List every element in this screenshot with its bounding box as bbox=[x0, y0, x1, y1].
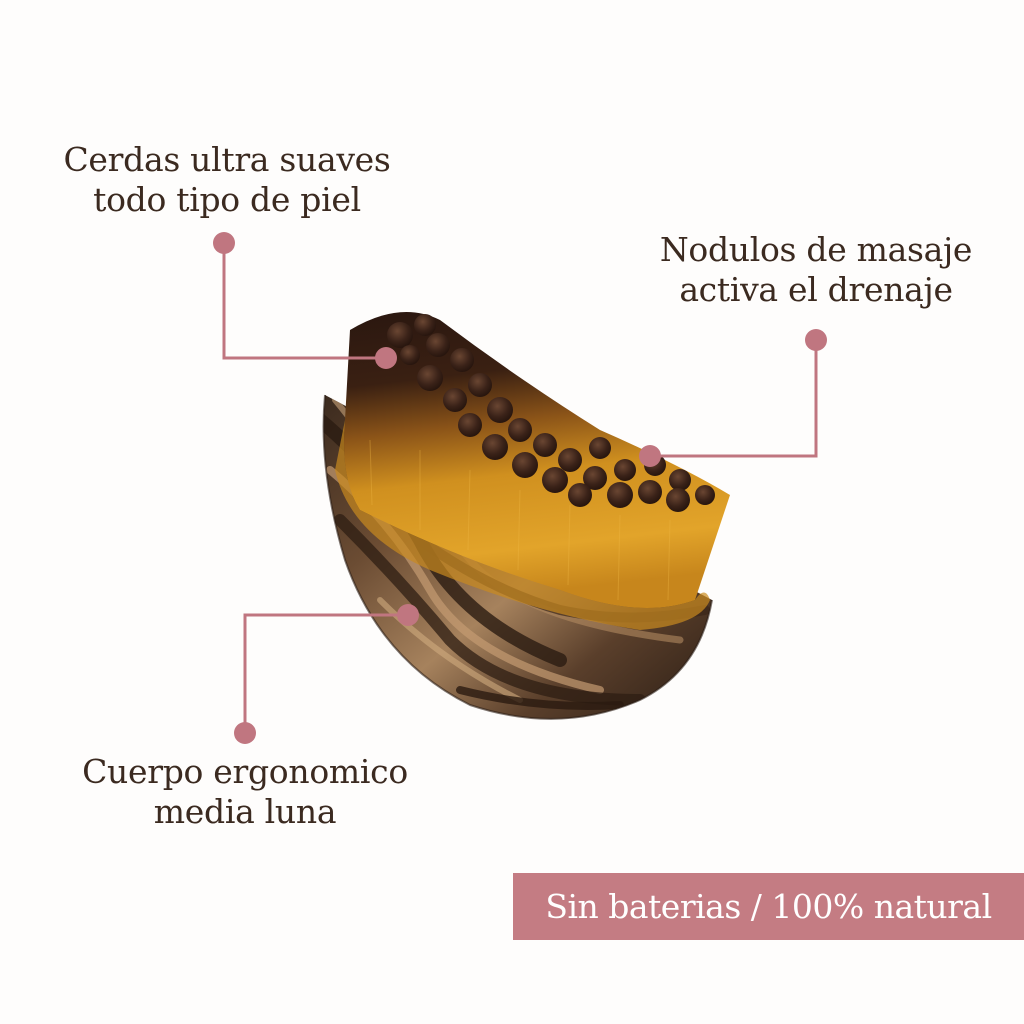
body-target-dot bbox=[397, 604, 419, 626]
body-callout-line1: Cuerpo ergonomico bbox=[82, 752, 408, 791]
body-connector-line bbox=[243, 613, 408, 733]
nodules-callout: Nodulos de masaje activa el drenaje bbox=[636, 230, 996, 310]
bristles-callout: Cerdas ultra suaves todo tipo de piel bbox=[52, 140, 402, 220]
body-callout: Cuerpo ergonomico media luna bbox=[60, 752, 430, 832]
bristles-callout-line2: todo tipo de piel bbox=[93, 180, 361, 219]
massage-nodules bbox=[387, 314, 715, 512]
bristles-callout-dot bbox=[213, 232, 235, 254]
nodules-connector-line bbox=[650, 340, 818, 458]
bristles-target-dot bbox=[375, 347, 397, 369]
bristles-connector-line bbox=[222, 243, 386, 360]
feature-badge-text: Sin baterias / 100% natural bbox=[545, 887, 992, 926]
body-callout-dot bbox=[234, 722, 256, 744]
body-callout-line2: media luna bbox=[153, 792, 337, 831]
nodules-callout-line1: Nodulos de masaje bbox=[659, 230, 973, 269]
bristles-callout-line1: Cerdas ultra suaves bbox=[63, 140, 391, 179]
feature-badge: Sin baterias / 100% natural bbox=[513, 873, 1024, 940]
nodules-callout-dot bbox=[805, 329, 827, 351]
nodules-callout-line2: activa el drenaje bbox=[679, 270, 953, 309]
nodules-target-dot bbox=[639, 445, 661, 467]
